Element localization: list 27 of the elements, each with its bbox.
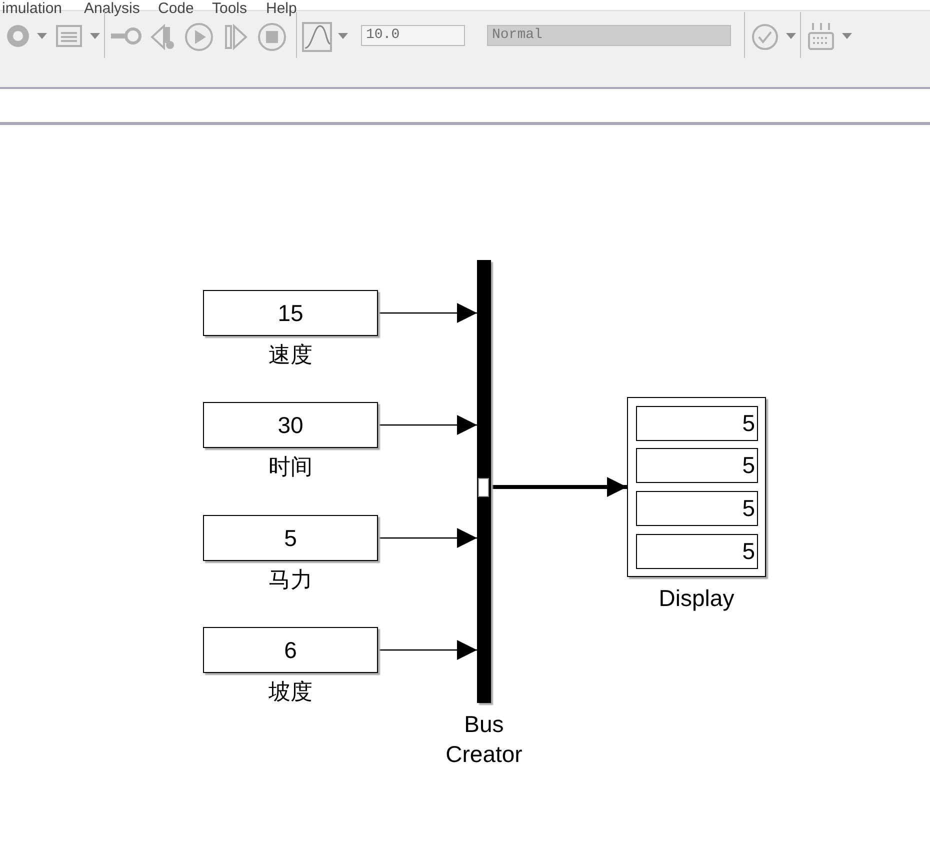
block-label: 速度 xyxy=(268,342,314,370)
arrow xyxy=(378,303,477,323)
block-label: 坡度 xyxy=(268,679,314,707)
menu-item: imulation xyxy=(2,0,62,17)
menu-item: Code xyxy=(158,0,194,17)
menu-item: Analysis xyxy=(84,0,140,17)
constant-block: 6 xyxy=(203,627,378,673)
bus-bar xyxy=(477,260,491,703)
block-label: 时间 xyxy=(268,454,314,482)
arrow xyxy=(491,477,627,497)
display-value: 5 xyxy=(636,491,758,526)
display-value: 5 xyxy=(636,534,758,569)
constant-block: 5 xyxy=(203,515,378,561)
menu-item: Tools xyxy=(212,0,248,17)
arrow xyxy=(378,415,477,435)
block-label: Bus Creator xyxy=(444,710,524,769)
constant-block: 30 xyxy=(203,402,378,448)
display-value: 5 xyxy=(636,448,758,483)
arrow xyxy=(378,640,477,660)
constant-block: 15 xyxy=(203,290,378,336)
arrow xyxy=(378,528,477,548)
dropdown: Normal xyxy=(487,25,731,46)
input-field: 10.0 xyxy=(361,25,465,46)
block-label: Display xyxy=(658,585,736,611)
display-value: 5 xyxy=(636,406,758,441)
block-label: 马力 xyxy=(268,567,314,595)
menu-item: Help xyxy=(266,0,297,17)
